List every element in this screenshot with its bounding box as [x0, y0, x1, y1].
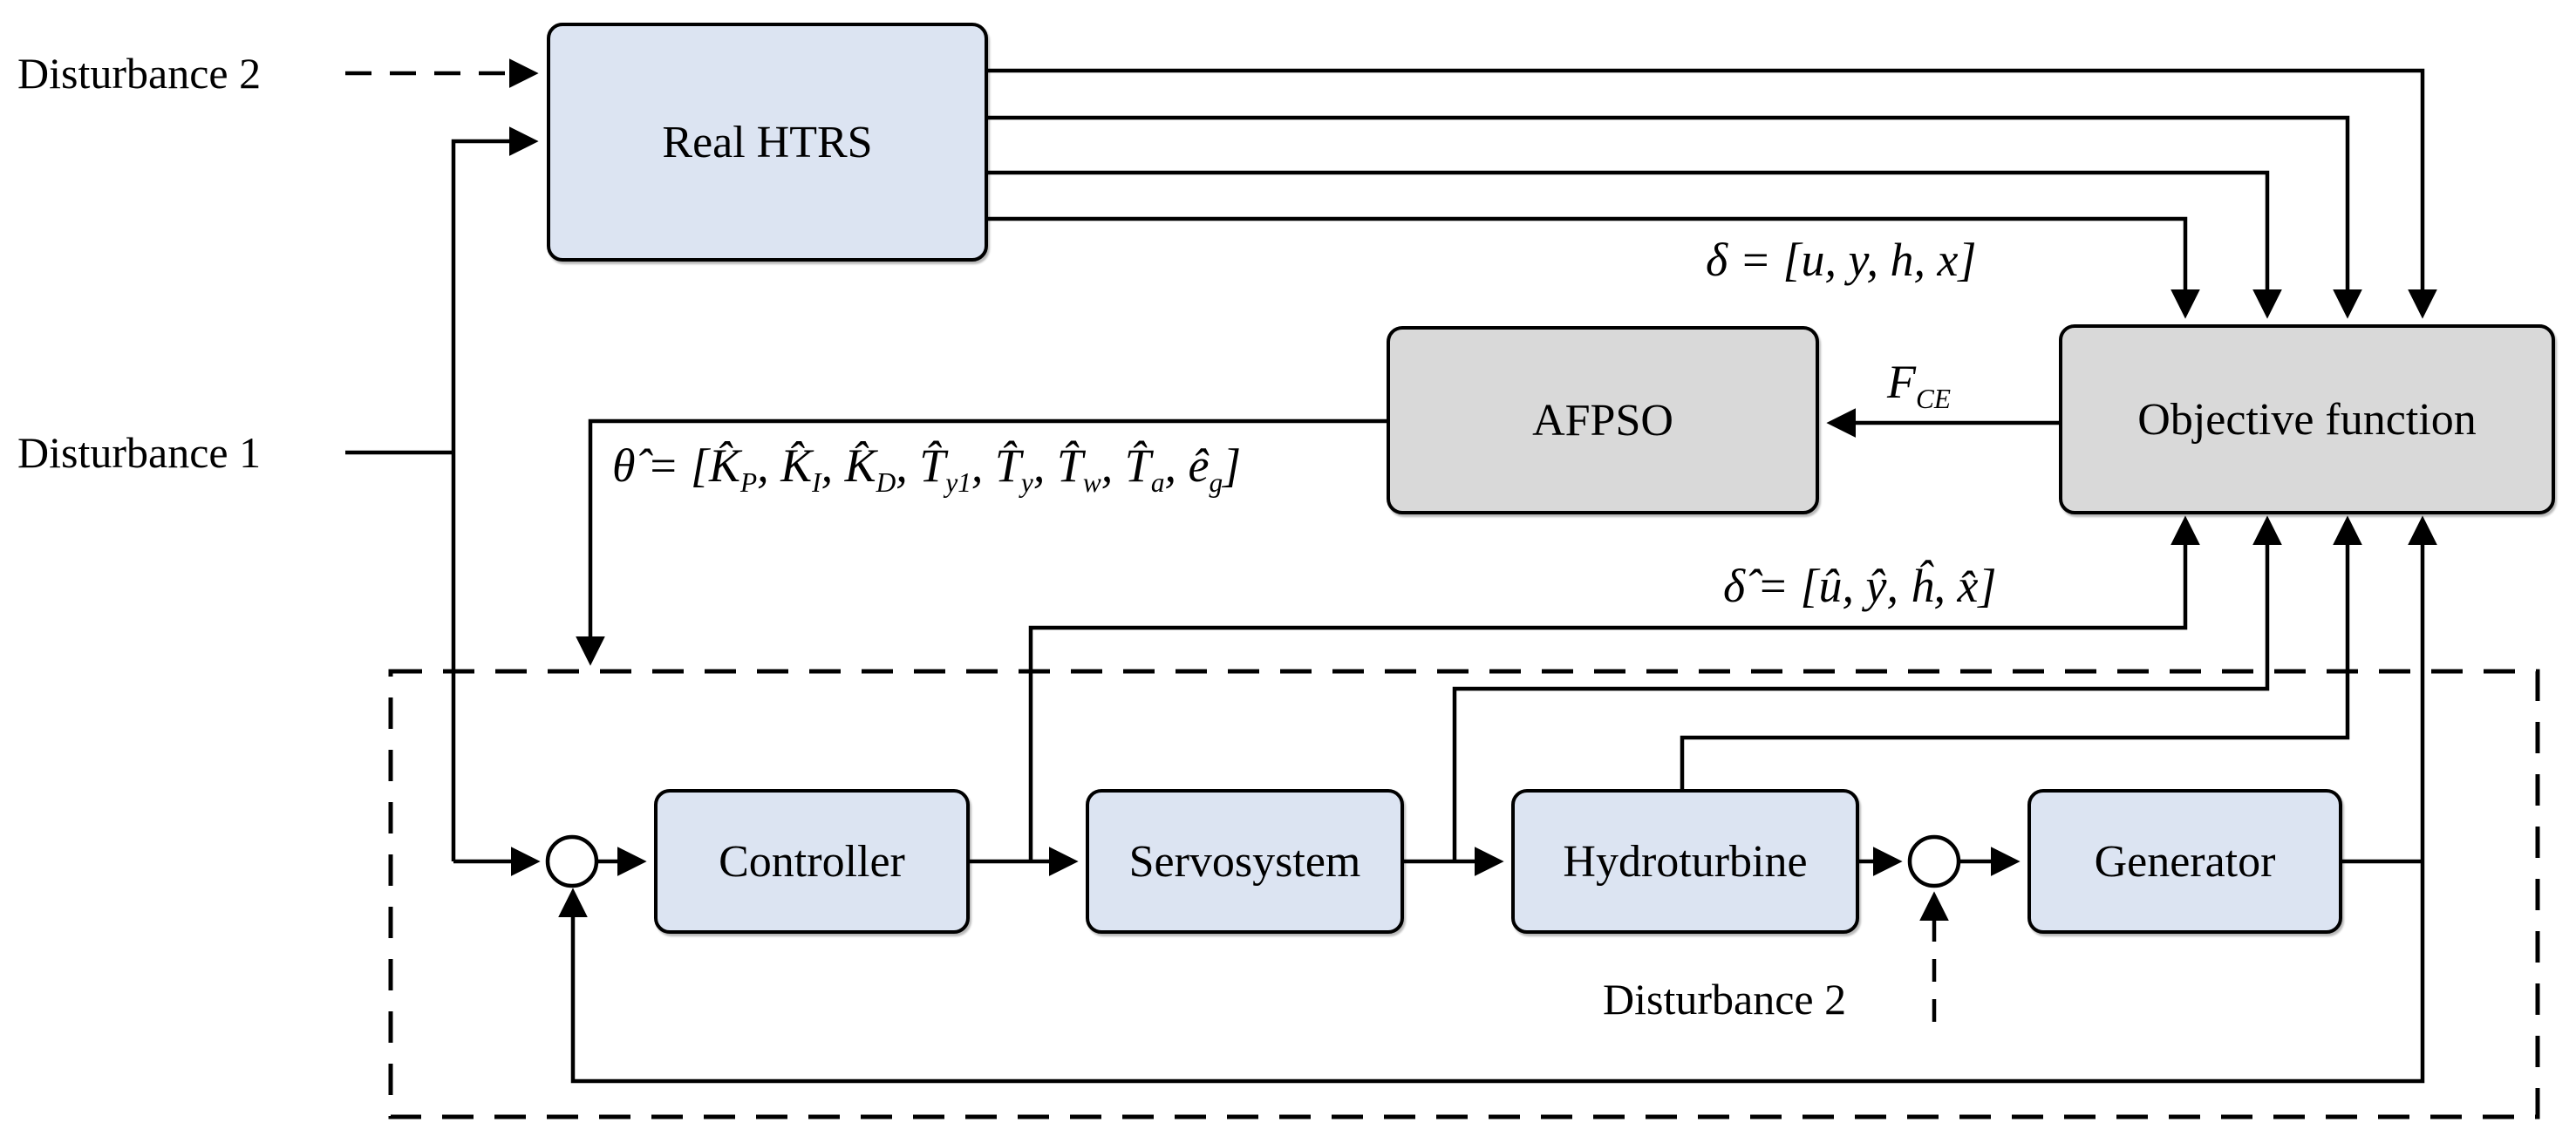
wire-htrs-output-3: [988, 170, 2282, 319]
block-generator-label: Generator: [2094, 836, 2276, 887]
block-controller: Controller: [654, 789, 970, 934]
sum-junction-right: [1907, 834, 1961, 888]
wire-htrs-output-2: [988, 115, 2362, 319]
label-delta-hat-equation: δ̂ = [û, ŷ, ĥ, x̂]: [1723, 560, 1997, 612]
wire-htrs-output-1: [988, 68, 2437, 319]
block-real-htrs-label: Real HTRS: [662, 117, 873, 167]
block-afpso-label: AFPSO: [1532, 395, 1673, 446]
block-objective-function-label: Objective function: [2137, 394, 2477, 445]
wire-theta-afpso-to-model: [576, 418, 1387, 666]
model-boundary-dashed-box: [388, 669, 2540, 1119]
block-real-htrs: Real HTRS: [547, 23, 988, 262]
block-controller-label: Controller: [719, 836, 905, 887]
wire-feedback-to-sum1: [558, 861, 2425, 1084]
block-afpso: AFPSO: [1387, 326, 1819, 514]
wire-u-tap-to-objective: [1028, 515, 2200, 861]
label-theta-hat-equation: θ̂ = [K̂P, K̂I, K̂D, T̂y1, T̂y, T̂w, T̂a…: [612, 439, 1242, 498]
block-servosystem: Servosystem: [1086, 789, 1404, 934]
label-disturbance2-top: Disturbance 2: [17, 49, 262, 98]
block-objective-function: Objective function: [2059, 324, 2555, 514]
sum-junction-left: [545, 834, 599, 888]
label-fce: FCE: [1887, 356, 1952, 414]
block-hydroturbine: Hydroturbine: [1511, 789, 1859, 934]
label-disturbance2-bottom: Disturbance 2: [1603, 975, 1847, 1024]
label-disturbance1: Disturbance 1: [17, 428, 262, 477]
label-delta-equation: δ = [u, y, h, x]: [1706, 234, 1977, 286]
wire-htrs-output-4: [988, 216, 2200, 319]
block-generator: Generator: [2027, 789, 2342, 934]
wire-y-tap-to-objective: [1452, 515, 2282, 861]
wire-disturbance1-to-htrs: [451, 126, 539, 861]
wire-h-tap-to-objective: [1680, 515, 2362, 789]
block-hydroturbine-label: Hydroturbine: [1563, 836, 1808, 887]
block-servosystem-label: Servosystem: [1128, 836, 1361, 887]
